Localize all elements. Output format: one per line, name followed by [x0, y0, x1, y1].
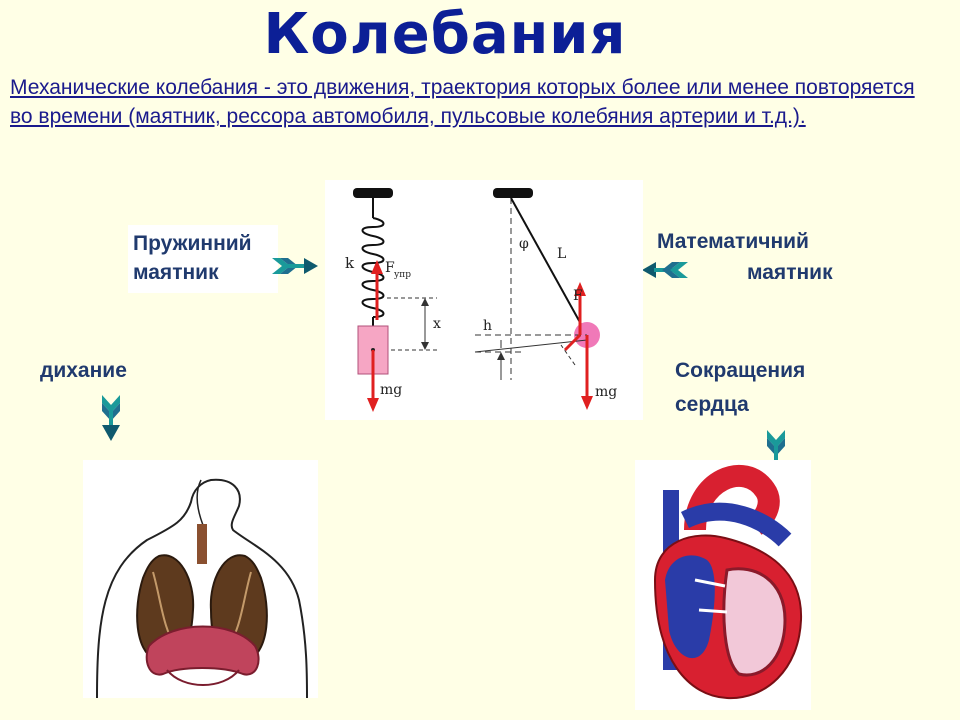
force-label: F — [573, 288, 583, 304]
height-label: h — [483, 318, 492, 334]
math-pendulum-label-line2: маятник — [747, 261, 833, 284]
intro-text: Механические колебания - это движения, т… — [10, 76, 915, 128]
mathematical-pendulum: φ L F h mg — [474, 188, 617, 410]
spring-pendulum: k F упр x mg — [345, 188, 441, 412]
elastic-force-subscript: упр — [394, 270, 411, 280]
spring-constant-label: k — [345, 254, 355, 272]
heart-label-line1: Сокращения — [675, 359, 806, 382]
pendulum-diagram: k F упр x mg φ L F h mg — [325, 180, 643, 420]
gravity-label-right: mg — [595, 384, 617, 400]
arrow-down-icon — [102, 395, 120, 441]
spring-pendulum-label-box — [128, 225, 278, 293]
elastic-force-label: F — [385, 260, 395, 276]
lungs-image — [83, 460, 318, 698]
slide-title: Колебания — [263, 2, 627, 67]
breathing-label: дихание — [40, 359, 127, 382]
length-label: L — [557, 246, 566, 262]
arrow-right-icon — [272, 258, 318, 274]
gravity-label-left: mg — [380, 382, 402, 398]
displacement-label: x — [433, 316, 441, 332]
spring-pendulum-label: Пружинний маятник — [133, 232, 252, 284]
angle-label: φ — [519, 236, 529, 252]
heart-image — [635, 460, 811, 710]
arrow-left-icon — [642, 262, 688, 278]
heart-label-line2: сердца — [675, 393, 749, 416]
math-pendulum-label-line1: Математичний — [657, 230, 809, 253]
